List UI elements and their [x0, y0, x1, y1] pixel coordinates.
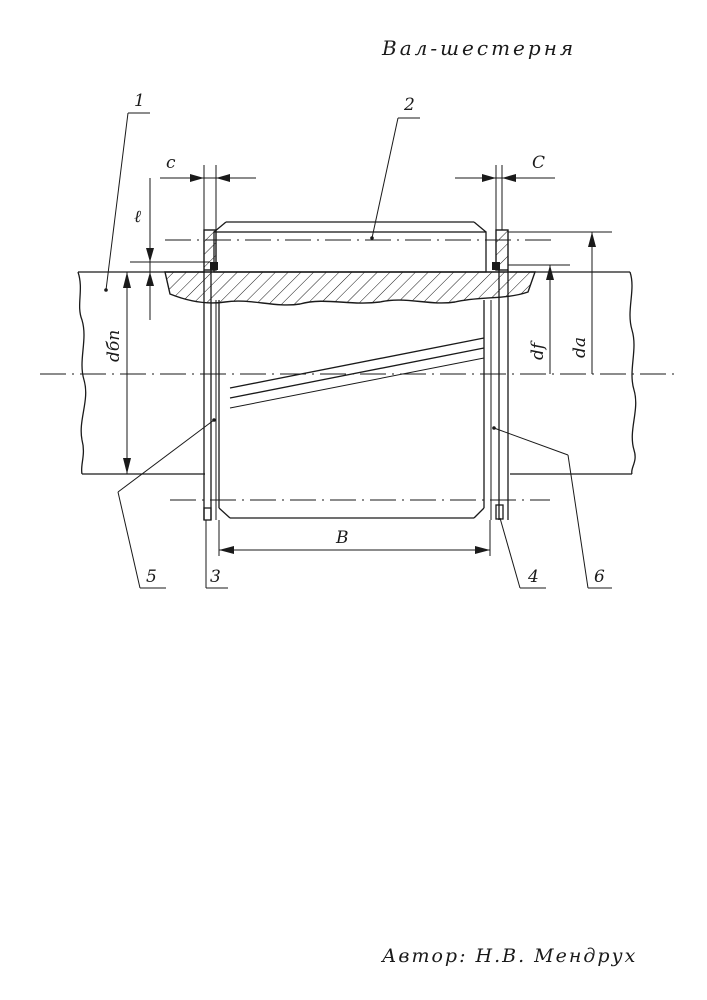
gear-rim-section [165, 272, 535, 305]
dim-b-label: B [335, 528, 349, 548]
gear-body [214, 222, 486, 518]
shaft-right [510, 272, 636, 474]
leader-5: 5 [118, 418, 216, 588]
part-number-2: 2 [403, 95, 415, 115]
dim-b: B [219, 520, 490, 556]
dim-c-left-label: c [166, 153, 176, 173]
dim-c-left: c [160, 153, 256, 230]
dim-df-label: df [528, 340, 548, 360]
dim-d-shaft: dбп [104, 272, 131, 474]
drawing-title: Вал-шестерня [381, 36, 576, 60]
dim-d-shaft-label: dбп [104, 330, 124, 362]
dim-da: da [508, 232, 612, 374]
part-number-6: 6 [594, 567, 605, 587]
part-number-4: 4 [527, 567, 539, 587]
leader-3: 3 [206, 520, 228, 588]
leader-6: 6 [492, 426, 612, 588]
dim-c-right: C [455, 153, 555, 230]
dim-da-label: da [570, 337, 590, 358]
part-number-1: 1 [134, 91, 145, 111]
shaft-left [78, 272, 205, 474]
part-number-5: 5 [146, 567, 157, 587]
dim-l-label: ℓ [134, 207, 141, 227]
leader-2: 2 [370, 95, 420, 240]
author-signature: Автор: Н.В. Мендрух [380, 945, 637, 967]
part-number-3: 3 [210, 567, 221, 587]
leader-4: 4 [500, 518, 546, 588]
dim-c-right-label: C [532, 153, 545, 173]
